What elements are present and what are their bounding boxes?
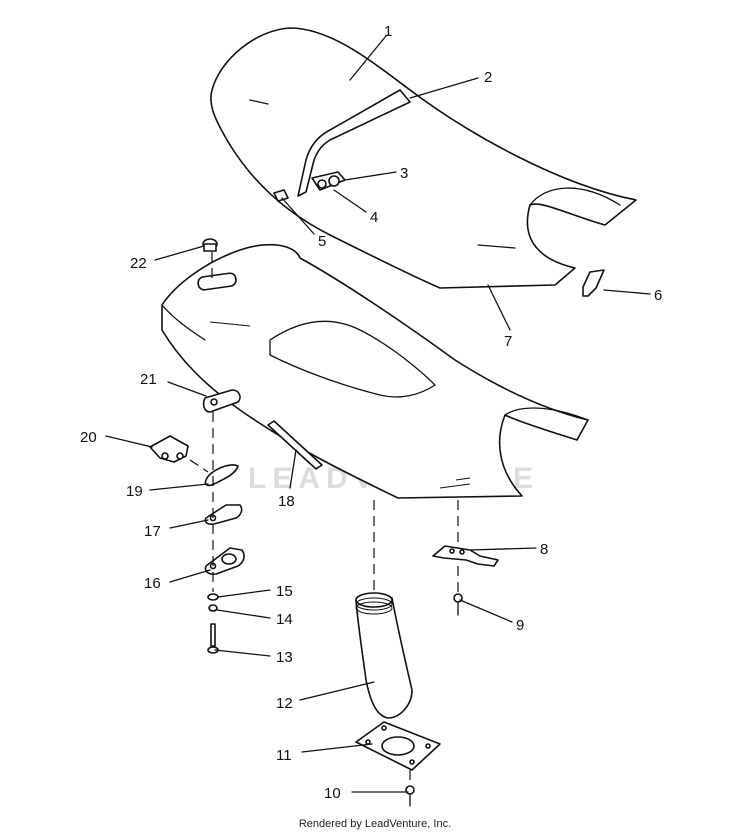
callout-8: 8 [540, 541, 548, 558]
seat-clip [582, 269, 605, 297]
callout-16: 16 [144, 575, 161, 592]
spring-clip [204, 464, 239, 487]
callout-6: 6 [654, 287, 662, 304]
screw [453, 593, 463, 616]
seat-base [161, 243, 589, 499]
callout-3: 3 [400, 165, 408, 182]
callout-1: 1 [384, 23, 392, 40]
air-duct [355, 592, 413, 719]
callout-19: 19 [126, 483, 143, 500]
callout-22: 22 [130, 255, 147, 272]
seat-bracket [432, 545, 499, 567]
callout-4: 4 [370, 209, 378, 226]
callout-10: 10 [324, 785, 341, 802]
latch [149, 435, 189, 463]
plate [204, 504, 243, 525]
base-plate [204, 547, 245, 575]
grommet [202, 238, 218, 252]
callout-12: 12 [276, 695, 293, 712]
callout-7: 7 [504, 333, 512, 350]
callout-13: 13 [276, 649, 293, 666]
callout-2: 2 [484, 69, 492, 86]
seat-strap [297, 89, 411, 197]
callout-9: 9 [516, 617, 524, 634]
leader-lines [105, 35, 651, 793]
seat [210, 27, 637, 289]
callout-11: 11 [276, 747, 292, 764]
callout-18: 18 [278, 493, 295, 510]
latch-bracket [202, 389, 241, 413]
callout-17: 17 [144, 523, 161, 540]
callouts: 1 2 3 4 5 6 7 8 9 10 11 12 13 14 15 16 1… [80, 23, 662, 802]
callout-20: 20 [80, 429, 97, 446]
rod [267, 420, 323, 470]
duct-flange [355, 721, 441, 771]
callout-15: 15 [276, 583, 293, 600]
nut [405, 785, 415, 807]
assembly-lines [189, 252, 459, 786]
callout-14: 14 [276, 611, 293, 628]
callout-21: 21 [140, 371, 157, 388]
callout-5: 5 [318, 233, 326, 250]
fasteners-left [207, 593, 219, 654]
footer-credit: Rendered by LeadVenture, Inc. [298, 818, 452, 830]
